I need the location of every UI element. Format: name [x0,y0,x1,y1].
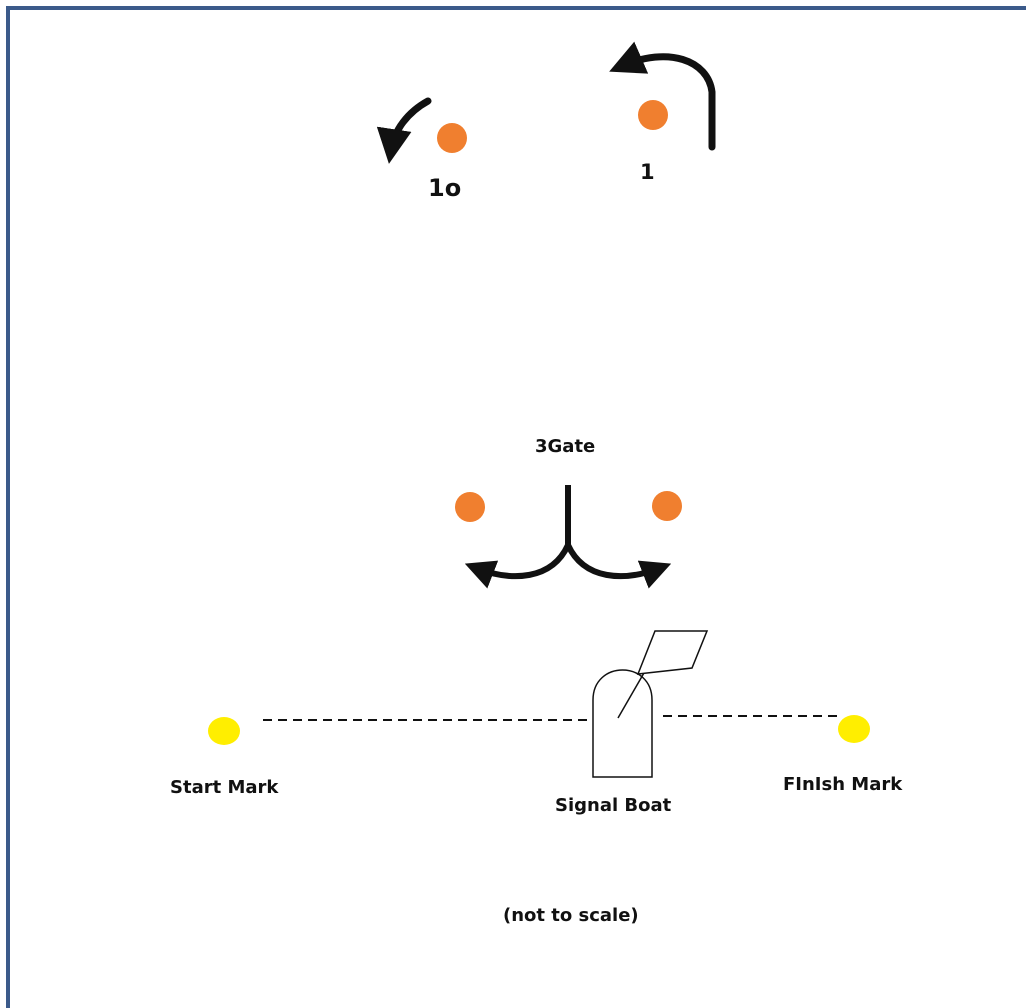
mark-1-label: 1 [640,160,655,184]
mark-1-buoy [638,100,668,130]
mark-1-rounding-arrow-icon [609,41,716,151]
gate-left-buoy [455,492,485,522]
mark-1o-rounding-arrow-icon [376,97,432,164]
start-mark-label: Start Mark [170,777,279,798]
signal-boat-label: Signal Boat [555,795,672,816]
diagram-frame [6,6,1026,1008]
signal-boat-icon [592,669,653,778]
mark-1o-buoy [437,123,467,153]
start-mark-buoy [208,717,240,745]
flag-icon [636,630,709,675]
finish-mark-buoy [838,715,870,743]
mark-1o-label: 1o [428,174,462,202]
scale-note: (not to scale) [503,905,639,926]
finish-mark-label: FInIsh Mark [783,774,903,795]
gate-label: 3Gate [535,436,596,457]
flag-pole [617,665,649,719]
gate-right-buoy [652,491,682,521]
gate-rounding-arrows-icon [464,485,672,589]
